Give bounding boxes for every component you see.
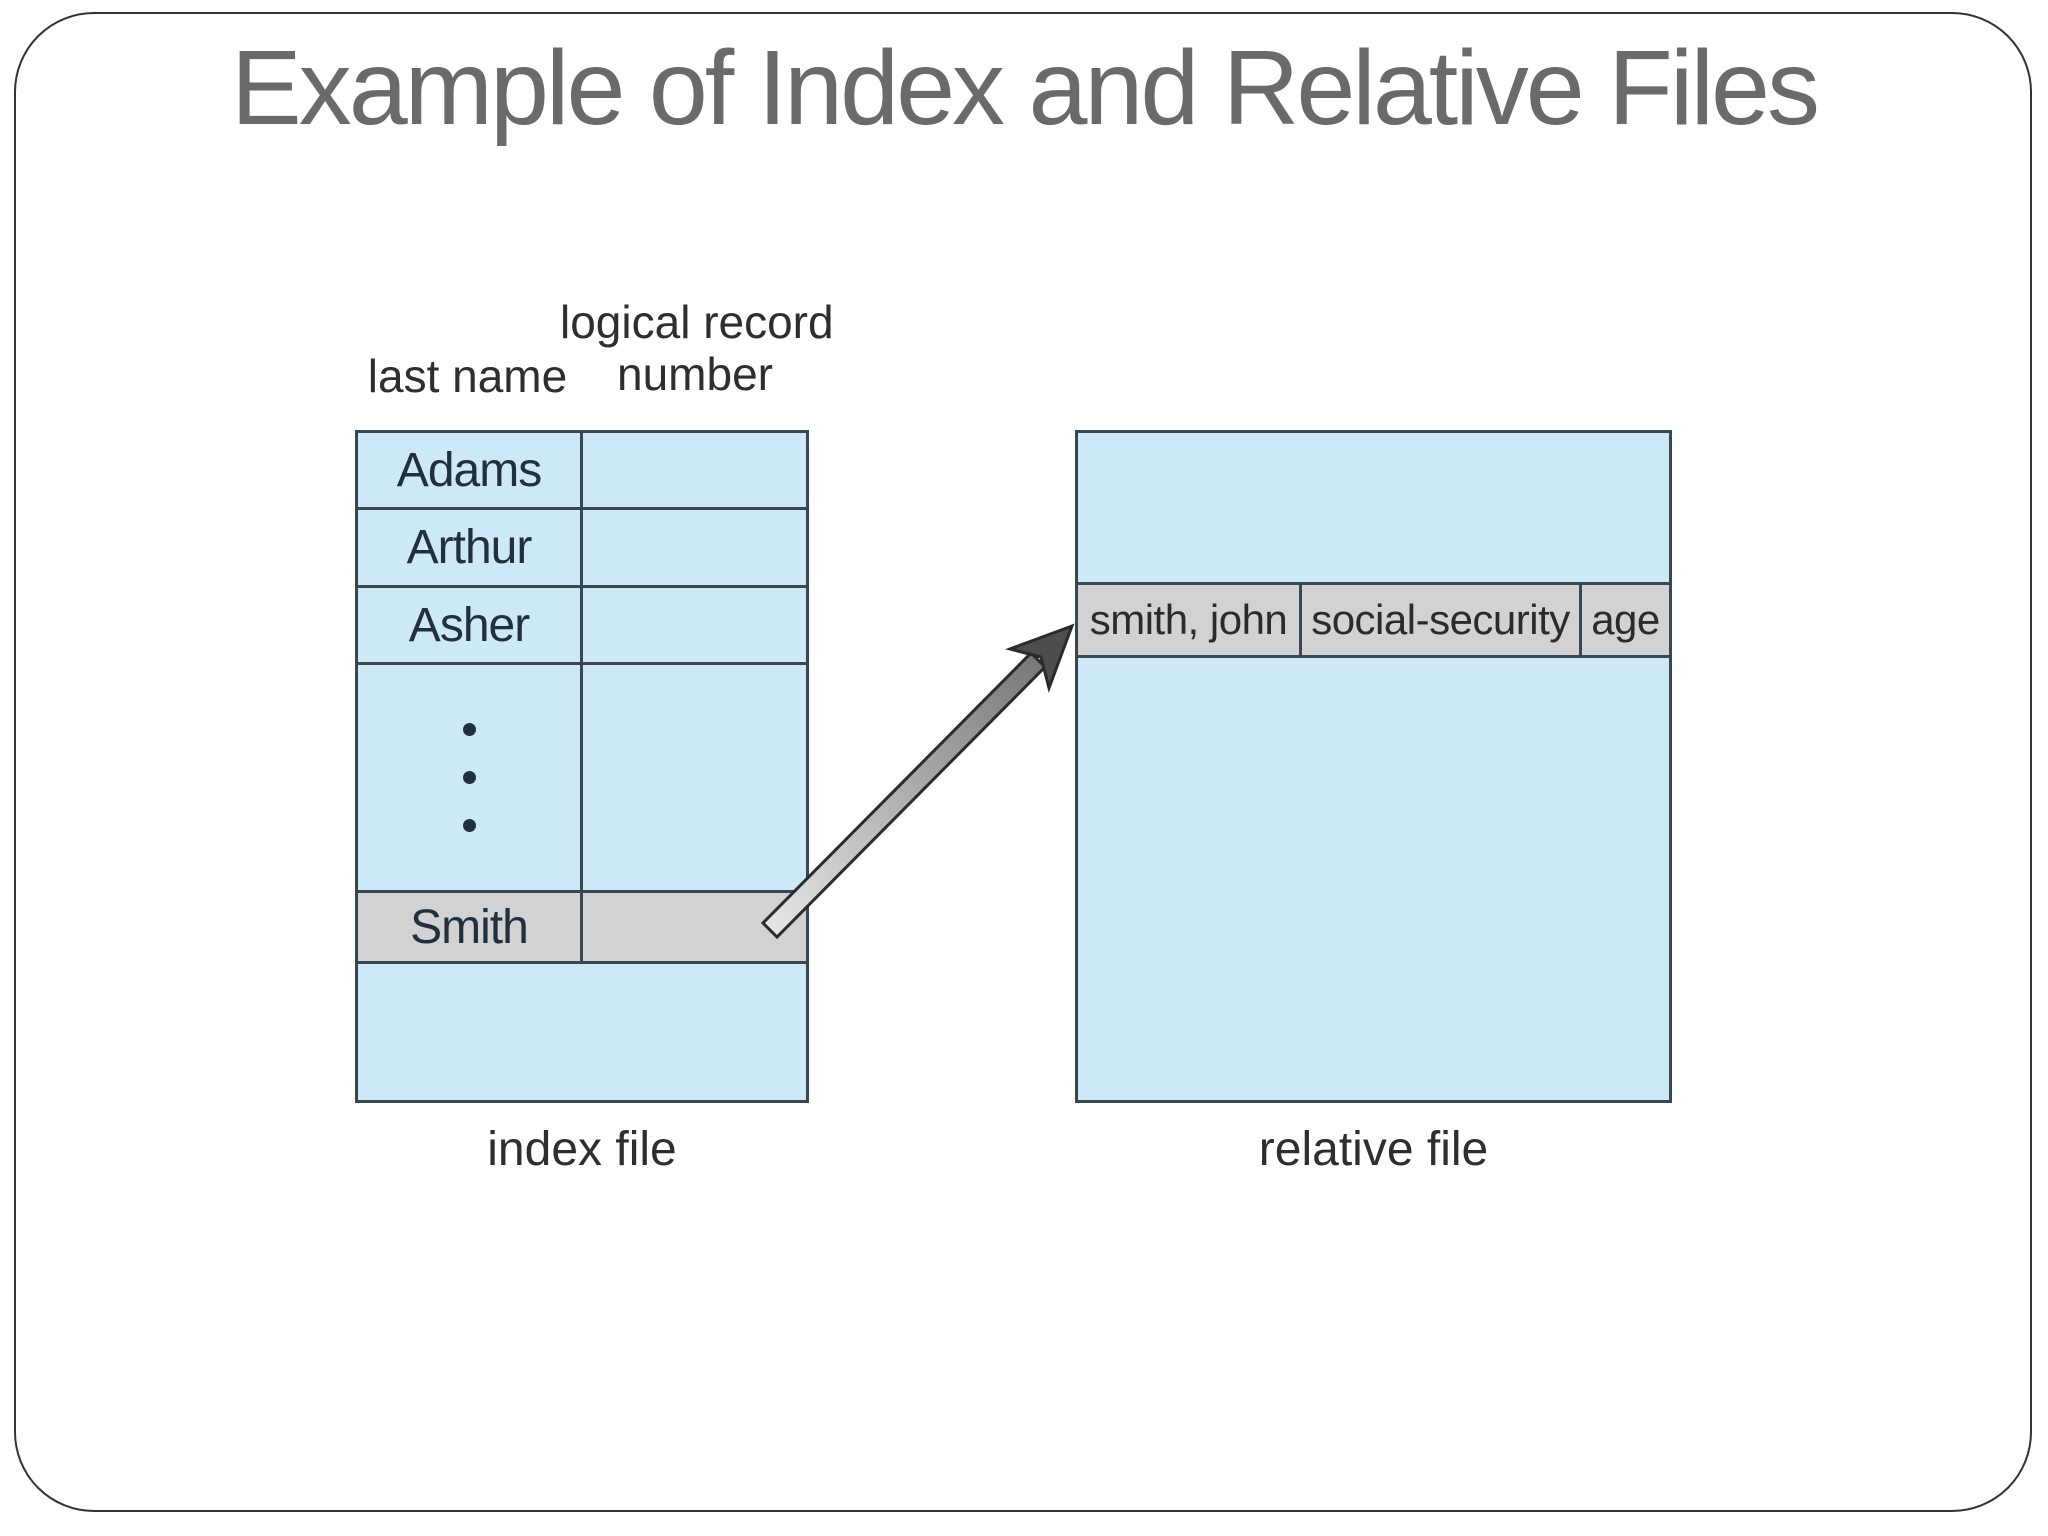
slide-title: Example of Index and Relative Files — [231, 29, 1820, 147]
relative-file-empty-area-bottom — [1078, 658, 1669, 1100]
last-name-cell — [358, 665, 583, 890]
slide-border-frame — [14, 12, 2032, 1512]
ellipsis-dots — [462, 665, 476, 890]
number-label: number — [617, 348, 773, 400]
row-label: Adams — [396, 443, 542, 497]
relative-file-table: smith, john social-security age — [1075, 430, 1672, 1103]
logical-record-label: logical record — [560, 296, 834, 348]
table-row-ellipsis — [358, 662, 806, 890]
logical-record-number-cell — [583, 588, 806, 662]
table-row-adams: Adams — [358, 433, 806, 507]
relative-file-empty-area-top — [1078, 433, 1669, 582]
logical-record-number-cell — [583, 893, 806, 961]
empty-cell — [358, 964, 806, 1100]
last-name-cell: Smith — [358, 893, 583, 961]
table-row-arthur: Arthur — [358, 507, 806, 585]
table-row-asher: Asher — [358, 585, 806, 662]
table-row-smith-highlighted: Smith — [358, 890, 806, 961]
relative-file-caption: relative file — [1258, 1123, 1489, 1176]
record-name-cell: smith, john — [1078, 585, 1302, 655]
ellipsis-dot — [462, 723, 476, 736]
ellipsis-dot — [462, 819, 476, 832]
logical-record-number-cell — [583, 665, 806, 890]
record-social-security-cell: social-security — [1302, 585, 1582, 655]
row-label: Arthur — [406, 521, 533, 574]
logical-record-number-cell — [583, 510, 806, 585]
logical-record-number-cell — [583, 433, 806, 507]
last-name-cell: Adams — [358, 433, 583, 507]
ellipsis-dot — [462, 771, 476, 784]
smith-record-row: smith, john social-security age — [1078, 582, 1669, 658]
index-column-header-last-name: last name — [355, 350, 580, 402]
last-name-label: last name — [367, 350, 568, 402]
record-age-cell: age — [1591, 596, 1660, 643]
index-column-header-logical-record-number: logical record number — [560, 296, 834, 400]
index-file-caption: index file — [487, 1123, 677, 1176]
row-label: Smith — [410, 900, 529, 954]
table-row-empty — [358, 961, 806, 1100]
index-file-table: Adams Arthur Asher Smith — [355, 430, 809, 1103]
last-name-cell: Asher — [358, 588, 583, 662]
row-label: Asher — [408, 598, 530, 652]
last-name-cell: Arthur — [358, 510, 583, 585]
